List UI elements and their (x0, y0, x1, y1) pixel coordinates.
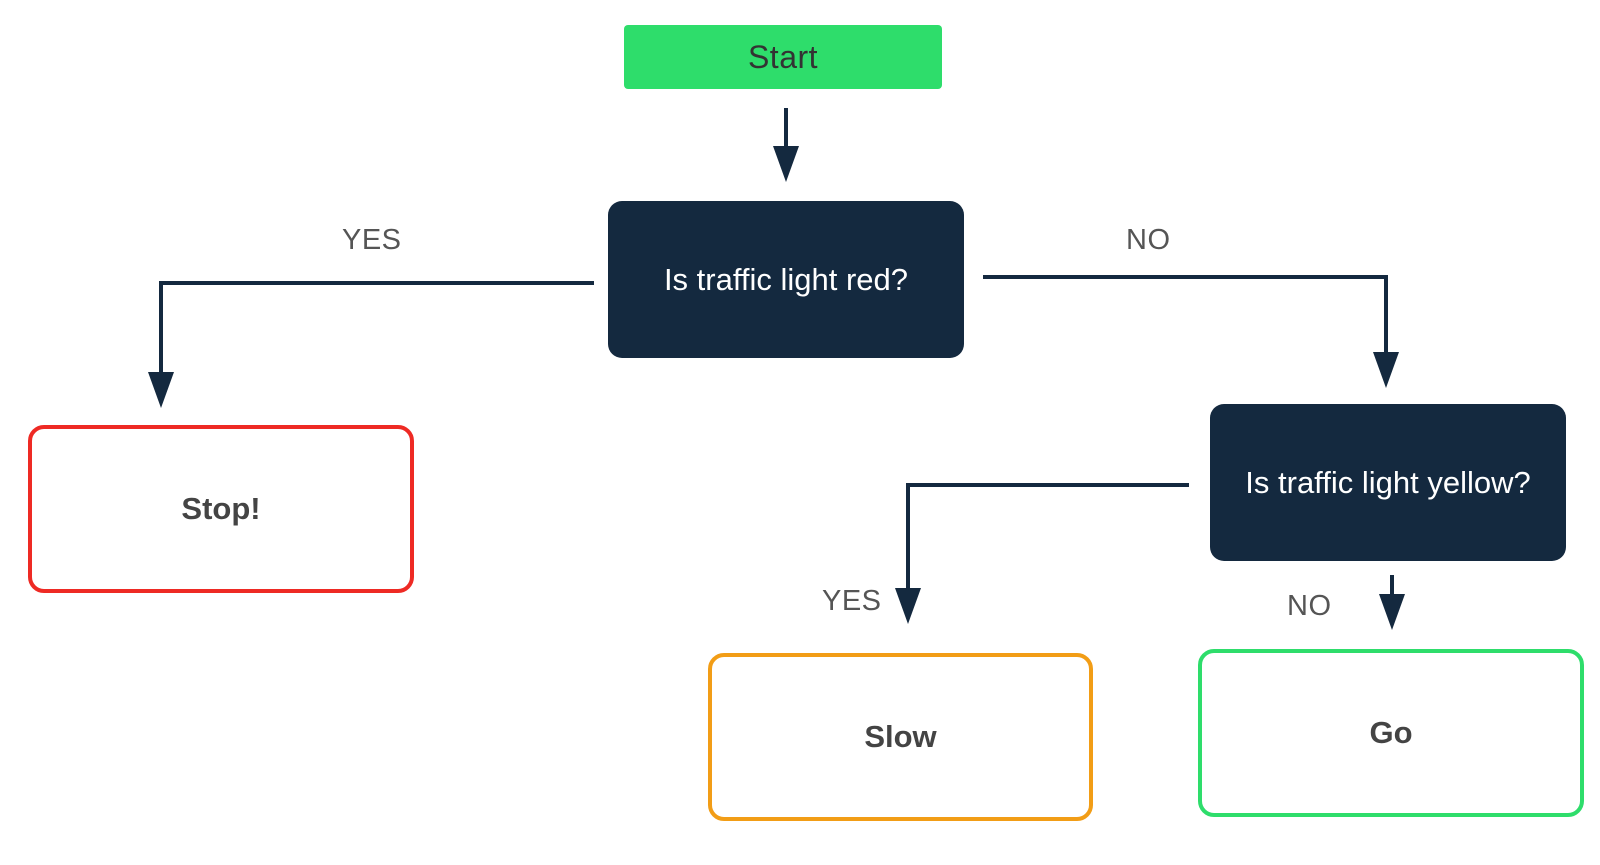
edge-label-red-yes: YES (342, 224, 402, 256)
outcome-node-slow: Slow (708, 653, 1093, 821)
outcome-node-stop: Stop! (28, 425, 414, 593)
arrow-red-yes-to-stop (148, 281, 594, 408)
arrow-red-no-to-yellow (983, 275, 1399, 388)
decision-node-red: Is traffic light red? (608, 201, 964, 358)
arrow-start-to-red (773, 108, 799, 182)
edge-label-red-no: NO (1126, 224, 1171, 256)
start-node: Start (624, 25, 942, 89)
edge-label-yellow-no: NO (1287, 590, 1332, 622)
edge-label-yellow-yes: YES (822, 585, 882, 617)
outcome-node-go: Go (1198, 649, 1584, 817)
arrow-yellow-no-to-go (1379, 575, 1405, 630)
decision-node-yellow: Is traffic light yellow? (1210, 404, 1566, 561)
arrow-yellow-yes-to-slow (895, 483, 1189, 624)
